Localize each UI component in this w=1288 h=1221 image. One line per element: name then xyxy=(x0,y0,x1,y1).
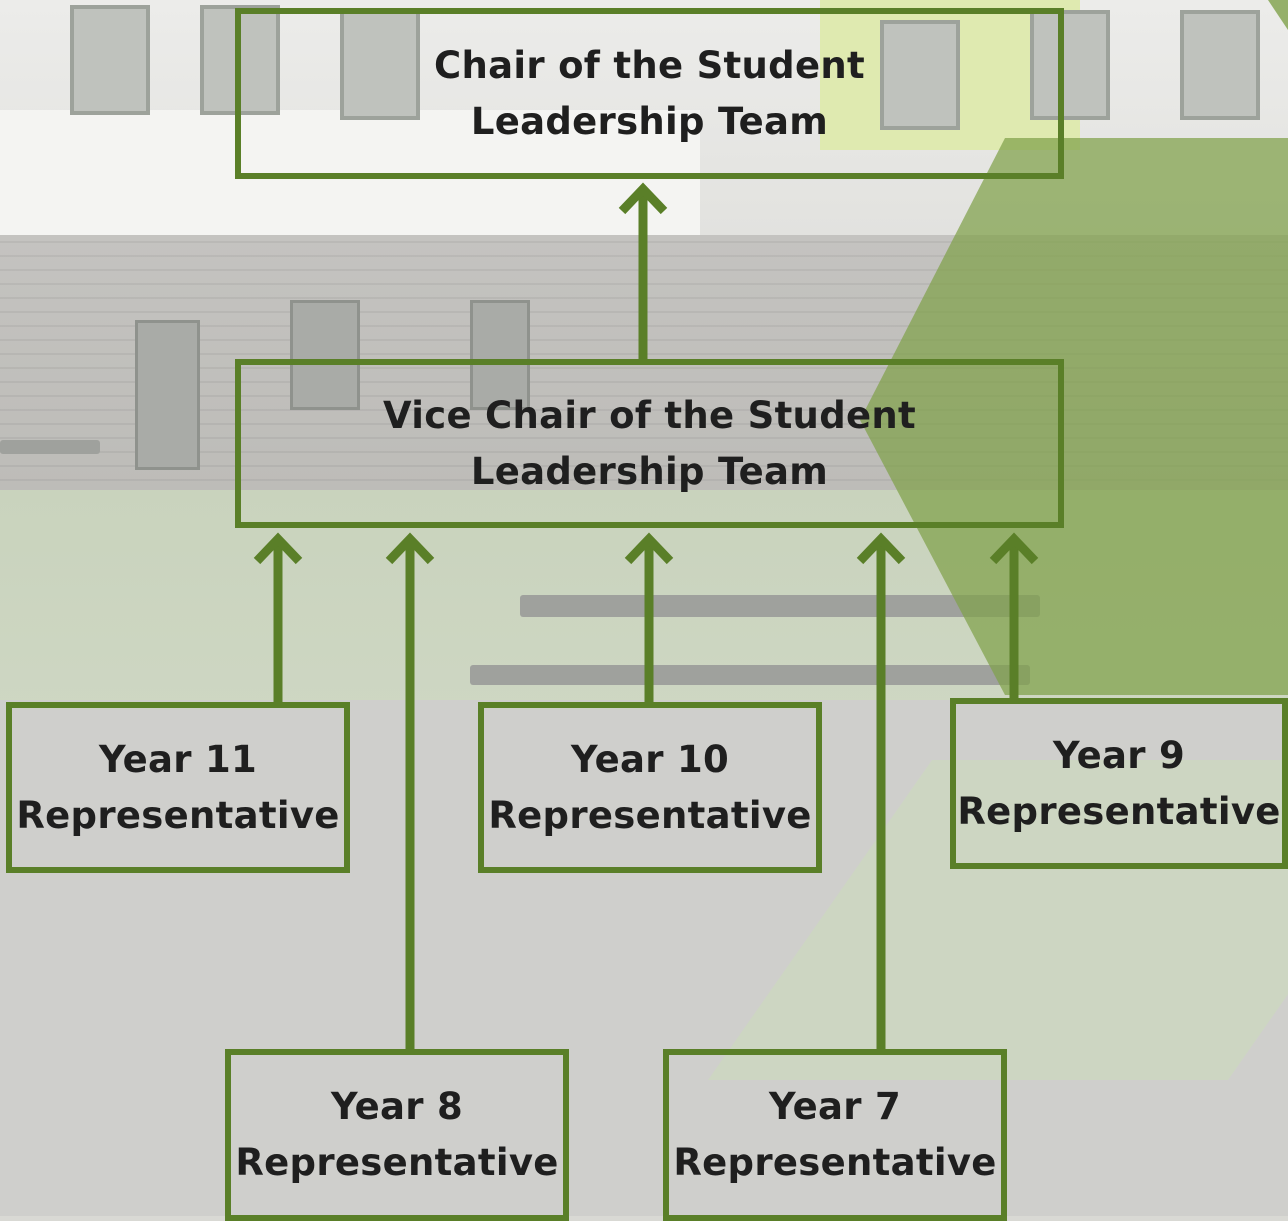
building-window xyxy=(290,300,360,410)
year-7-label: Year 7 Representative xyxy=(673,1079,996,1191)
year-11-label-line2: Representative xyxy=(16,793,340,837)
year-7-label-line2: Representative xyxy=(673,1141,997,1184)
building-door xyxy=(135,320,200,470)
building-window xyxy=(1030,10,1110,120)
year-9-label-line2: Representative xyxy=(957,789,1281,833)
arrow-vice-to-chair-head xyxy=(618,182,668,215)
year-10-label-line2: Representative xyxy=(488,793,812,837)
vice-chair-label: Vice Chair of the Student Leadership Tea… xyxy=(383,388,916,500)
building-window xyxy=(70,5,150,115)
building-window xyxy=(340,10,420,120)
year-8-box: Year 8 Representative xyxy=(225,1049,569,1221)
vice-chair-label-line1: Vice Chair of the Student xyxy=(382,393,917,437)
building-window xyxy=(470,300,530,410)
arrow-year-11-to-vice-head xyxy=(253,532,303,565)
year-9-box: Year 9 Representative xyxy=(950,698,1288,869)
picnic-bench xyxy=(470,665,1030,685)
year-11-box: Year 11 Representative xyxy=(6,702,350,873)
year-11-label: Year 11 Representative xyxy=(16,732,339,844)
arrow-year-9-to-vice-head xyxy=(989,532,1039,565)
building-window xyxy=(1180,10,1260,120)
year-8-label: Year 8 Representative xyxy=(235,1079,558,1191)
year-10-box: Year 10 Representative xyxy=(478,702,822,873)
arrow-year-7-to-vice-head xyxy=(856,532,906,565)
picnic-bench xyxy=(0,440,100,454)
chair-label-line2: Leadership Team xyxy=(470,99,829,143)
year-11-label-line1: Year 11 xyxy=(98,737,258,781)
chair-label: Chair of the Student Leadership Team xyxy=(434,38,865,150)
green-overlay-polygon xyxy=(860,138,1288,695)
green-corner-polygon xyxy=(1268,0,1288,30)
vice-chair-box: Vice Chair of the Student Leadership Tea… xyxy=(235,359,1064,528)
year-10-label-line1: Year 10 xyxy=(570,737,730,781)
chair-label-line1: Chair of the Student xyxy=(434,43,865,87)
year-9-label: Year 9 Representative xyxy=(957,728,1280,840)
year-10-label: Year 10 Representative xyxy=(488,732,811,844)
vice-chair-label-line2: Leadership Team xyxy=(470,449,829,493)
year-9-label-line1: Year 9 xyxy=(1052,733,1186,777)
year-7-label-line1: Year 7 xyxy=(768,1085,902,1128)
year-7-box: Year 7 Representative xyxy=(663,1049,1007,1221)
year-8-label-line2: Representative xyxy=(235,1141,559,1184)
arrow-year-8-to-vice-head xyxy=(385,532,435,565)
chair-box: Chair of the Student Leadership Team xyxy=(235,8,1064,179)
building-window xyxy=(880,20,960,130)
year-8-label-line1: Year 8 xyxy=(330,1085,464,1128)
arrow-year-10-to-vice-head xyxy=(624,532,674,565)
